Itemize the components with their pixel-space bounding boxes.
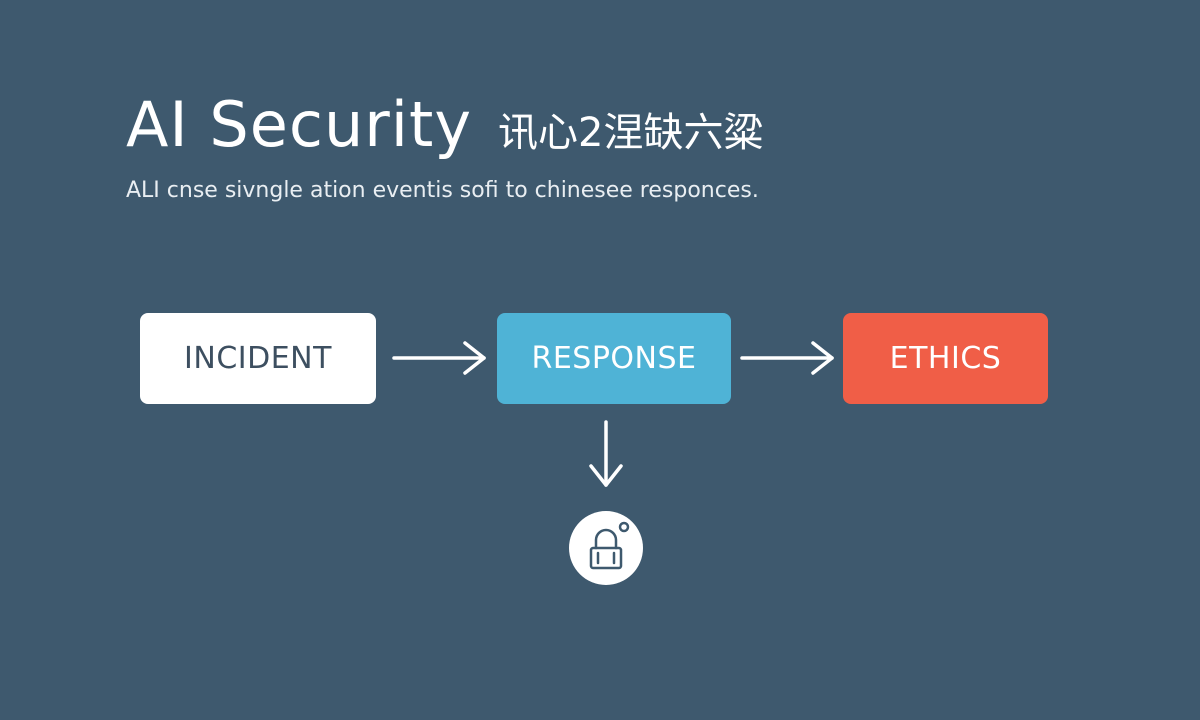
node-ethics: ETHICS: [843, 313, 1048, 404]
arrow-response-down: [589, 420, 623, 487]
lock-icon: [589, 521, 630, 570]
node-response: RESPONSE: [497, 313, 731, 404]
arrow-response-to-ethics: [740, 341, 834, 375]
node-incident: INCIDENT: [140, 313, 376, 404]
arrow-incident-to-response: [392, 341, 486, 375]
title-main: AI Security: [126, 88, 473, 161]
page-subtitle: ALI cnse sivngle ation eventis sofi to c…: [126, 178, 759, 203]
title-cjk: 讯心2涅缺六粱: [498, 110, 764, 156]
page-title: AI Security 讯心2涅缺六粱: [126, 88, 763, 161]
lock-node: [569, 511, 643, 585]
